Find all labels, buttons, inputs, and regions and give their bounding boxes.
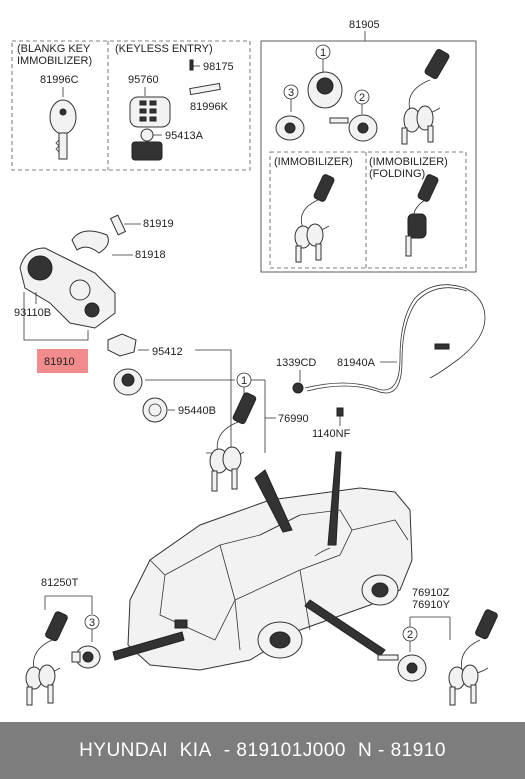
immobilizer-title-right: (IMMOBILIZER)	[369, 156, 448, 168]
battery-icon	[140, 128, 154, 142]
arrow-to-tailgate	[112, 631, 185, 661]
key-set-icon-bottom-left	[25, 611, 68, 706]
label-95440B: 95440B	[178, 405, 216, 417]
callout-2-bottom: 2	[407, 629, 413, 641]
release-cable-group: 1339CD 81940A 1140NF	[276, 284, 486, 440]
blank-key-icon	[49, 99, 77, 160]
label-95412: 95412	[152, 346, 183, 358]
callout-3-bottom: 3	[89, 617, 95, 629]
tailgate-cylinder-icon-bottom	[71, 645, 101, 669]
door-key-group: 76910Z 76910Y 2	[377, 587, 498, 706]
footer-ref: N - 81910	[357, 739, 446, 761]
callout-2: 2	[359, 92, 365, 104]
key-cylinder-icon	[113, 368, 143, 396]
key-set-icon-top	[401, 48, 450, 145]
key-set-icon-mid	[209, 392, 257, 492]
blank-key-title: (BLANKG KEY	[17, 43, 91, 55]
label-95760: 95760	[128, 74, 159, 86]
keyless-entry-title: (KEYLESS ENTRY)	[115, 43, 213, 55]
label-81996C: 81996C	[40, 74, 79, 86]
parts-diagram: (BLANKG KEY IMMOBILIZER) (KEYLESS ENTRY)…	[11, 19, 498, 706]
lock-set-box: 81905 (IMMOBILIZER) (IMMOBILIZER) (FOLDI…	[260, 19, 477, 273]
callout-1: 1	[320, 47, 326, 59]
label-98175: 98175	[203, 61, 234, 73]
highlight-81910	[37, 349, 88, 373]
label-1339CD: 1339CD	[276, 357, 316, 369]
tailgate-key-group: 81250T 3	[25, 577, 101, 706]
battery-pin-icon	[189, 59, 194, 71]
footer-part-number: - 819101J000	[223, 739, 346, 761]
key-set-icon-immobilizer	[294, 174, 335, 263]
label-81918: 81918	[135, 249, 166, 261]
folding-key-icon	[405, 174, 439, 257]
label-93110B: 93110B	[14, 307, 51, 319]
cable-path	[304, 284, 486, 391]
footer-brand: HYUNDAI KIA	[79, 739, 212, 761]
callout-3: 3	[288, 87, 294, 99]
key-set-icon-bottom-right	[448, 609, 498, 706]
door-cylinder-icon	[329, 114, 378, 142]
fob-case-icon	[131, 141, 163, 161]
label-95413A: 95413A	[165, 130, 204, 142]
screw-icon	[109, 214, 127, 236]
clip-fastener-icon	[292, 382, 304, 394]
door-cylinder-icon-bottom	[377, 654, 427, 682]
arrow-to-door-handle	[254, 469, 293, 533]
label-1140NF: 1140NF	[312, 428, 351, 440]
bezel-ring-icon	[142, 397, 168, 423]
footer-bar: HYUNDAI KIA - 819101J000 N - 81910	[0, 722, 525, 779]
label-81910: 81910	[44, 356, 75, 368]
blank-key-subtitle: IMMOBILIZER)	[17, 55, 92, 67]
key-blade-icon	[189, 82, 221, 96]
tailgate-cylinder-icon	[275, 115, 305, 141]
screw-small-icon	[336, 407, 344, 417]
immobilizer-title-left: (IMMOBILIZER)	[274, 156, 353, 168]
arrow-cable	[327, 451, 342, 546]
ignition-cylinder-icon	[307, 71, 343, 109]
keyless-entry-box: (BLANKG KEY IMMOBILIZER) (KEYLESS ENTRY)…	[11, 40, 251, 171]
label-76910Z: 76910Z	[412, 587, 450, 599]
ignition-assembly: 81919 81918 93110B 81910	[14, 214, 174, 373]
label-76910Y: 76910Y	[412, 599, 451, 611]
lock-cover-icon	[71, 230, 109, 254]
label-81250T: 81250T	[41, 577, 79, 589]
clip-icon	[107, 333, 137, 357]
label-81919: 81919	[143, 218, 174, 230]
folding-subtitle: (FOLDING)	[369, 168, 425, 180]
ignition-cylinder-group: 95412 1 95440B 76990	[107, 333, 309, 492]
remote-fob-icon	[129, 96, 171, 128]
car-illustration	[112, 451, 413, 671]
label-81905: 81905	[349, 19, 380, 31]
callout-1-mid: 1	[241, 375, 247, 387]
label-76990: 76990	[278, 413, 309, 425]
label-81940A: 81940A	[337, 357, 376, 369]
label-81996K: 81996K	[190, 101, 229, 113]
